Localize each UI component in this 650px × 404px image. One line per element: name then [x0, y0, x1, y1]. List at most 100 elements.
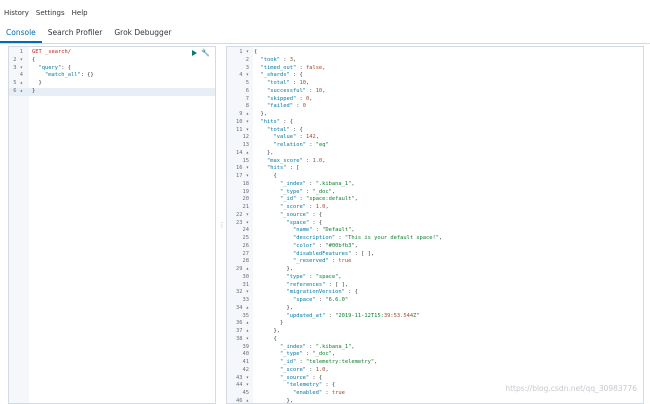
response-line-number: 20 — [242, 196, 250, 203]
response-line-number: 24 — [242, 227, 250, 234]
response-line: 19 "_type" : "_doc", — [227, 189, 643, 197]
menu-history[interactable]: History — [4, 9, 29, 17]
response-line-number: 16 ▾ — [236, 165, 249, 172]
response-line: 24 "name" : "Default", — [227, 227, 643, 235]
response-line-code: "value" : 142, — [273, 134, 319, 141]
request-line-number: 2 ▾ — [13, 56, 23, 63]
response-line-code: }, — [254, 149, 274, 156]
response-line: 10 ▾ "hits" : { — [227, 119, 643, 127]
response-line-code: "telemetry" : { — [286, 382, 336, 389]
response-line-code: "timed_out" : false, — [260, 64, 326, 71]
response-line-number: 39 — [242, 343, 250, 350]
response-line: 17 ▾ { — [227, 173, 643, 181]
response-line-number: 11 ▾ — [236, 126, 249, 133]
response-line: 42 "_score" : 1.0, — [227, 367, 643, 375]
response-line: 41 "_id" : "telemetry:telemetry", — [227, 359, 643, 367]
response-line: 31 "references" : [ ], — [227, 282, 643, 290]
response-line-number: 8 — [245, 103, 249, 110]
response-line: 2 "took" : 3, — [227, 57, 643, 65]
response-line-code: }, — [254, 111, 267, 117]
response-line-code: "color" : "#00bfb3", — [292, 242, 358, 249]
response-line-code: "_index" : ".kibana_1", — [279, 180, 355, 187]
response-line: 28 "_reserved" : true — [227, 258, 643, 266]
response-line-number: 19 — [242, 188, 250, 195]
response-line-code: }, — [254, 304, 293, 311]
response-line-code: "description" : "This is your default sp… — [292, 235, 443, 241]
response-line-number: 26 — [242, 242, 250, 249]
response-line-number: 14 ▴ — [236, 149, 249, 156]
menu-settings[interactable]: Settings — [35, 9, 65, 17]
response-line: 15 "max_score" : 1.0, — [227, 158, 643, 166]
response-line: 3 "timed_out" : false, — [227, 65, 643, 73]
response-line-code: { — [254, 49, 258, 55]
response-line-number: 34 ▴ — [236, 304, 249, 311]
response-line-code: "_source" : { — [279, 211, 323, 218]
request-line-number: 4 — [19, 72, 23, 79]
response-viewer: 1 ▾{2 "took" : 3,3 "timed_out" : false,4… — [226, 46, 644, 404]
response-line: 39 "_index" : ".kibana_1", — [227, 344, 643, 352]
request-line-number: 1 — [19, 49, 23, 55]
response-line-number: 31 — [242, 281, 250, 288]
request-line: 6 ▴} — [9, 88, 215, 96]
response-line-code: "total" : { — [266, 126, 303, 133]
response-line-number: 38 ▾ — [236, 335, 249, 342]
request-line-number: 3 ▾ — [13, 64, 23, 71]
response-line-number: 36 ▴ — [236, 320, 249, 327]
response-line: 5 "total" : 10, — [227, 80, 643, 88]
response-line-number: 28 — [242, 258, 250, 265]
response-line: 6 "successful" : 10, — [227, 88, 643, 96]
response-line: 4 ▾ "_shards" : { — [227, 72, 643, 80]
response-line-number: 45 — [242, 390, 250, 396]
response-line-code: }, — [254, 397, 293, 404]
response-line-code: "successful" : 10, — [266, 87, 326, 94]
response-line-number: 6 — [245, 87, 249, 94]
response-line: 44 ▾ "telemetry" : { — [227, 382, 643, 390]
response-line-number: 9 ▴ — [239, 111, 249, 117]
response-line-code: "skipped" : 0, — [266, 95, 313, 102]
tab-console[interactable]: Console — [0, 24, 42, 43]
response-line-code: "hits" : { — [260, 118, 293, 125]
tab-grok-debugger[interactable]: Grok Debugger — [114, 28, 172, 37]
response-gutter — [227, 47, 253, 403]
response-line-number: 15 — [242, 157, 250, 164]
response-line-code: "_type" : "_doc", — [279, 351, 336, 358]
response-line-number: 21 — [242, 204, 250, 210]
response-line-number: 29 ▴ — [236, 266, 249, 272]
request-line-number: 5 ▴ — [13, 80, 23, 87]
response-line-number: 32 ▾ — [236, 289, 249, 296]
menu-bar: History Settings Help — [0, 6, 88, 20]
response-line-number: 33 — [242, 297, 250, 303]
menu-help[interactable]: Help — [71, 9, 88, 17]
request-line-code: "query": { — [38, 64, 71, 71]
pane-divider[interactable]: ⋮ — [218, 46, 226, 404]
response-line: 45 "enabled" : true — [227, 390, 643, 398]
request-gutter — [9, 47, 29, 403]
response-line-code: "_type" : "_doc", — [279, 188, 336, 195]
response-line: 26 "color" : "#00bfb3", — [227, 243, 643, 251]
response-line: 23 ▾ "space" : { — [227, 220, 643, 228]
request-line-code: } — [32, 88, 36, 94]
response-line-code: "_id" : "telemetry:telemetry", — [279, 359, 378, 365]
response-line-code: "type" : "space", — [286, 273, 342, 280]
drag-handle-icon[interactable]: ⋮ — [218, 221, 226, 229]
response-line-number: 22 ▾ — [236, 211, 249, 218]
response-line: 37 ▴ }, — [227, 328, 643, 336]
response-line-code: "references" : [ ], — [286, 281, 349, 288]
response-line-number: 12 — [242, 134, 250, 141]
response-line: 33 "space" : "6.6.0" — [227, 297, 643, 305]
tab-search-profiler[interactable]: Search Profiler — [47, 28, 103, 37]
response-line-code: "relation" : "eq" — [273, 142, 329, 148]
response-line-number: 30 — [242, 273, 250, 280]
play-icon[interactable] — [192, 50, 198, 56]
response-line: 43 ▾ "_source" : { — [227, 375, 643, 383]
watermark-text: https://blog.csdn.net/qq_30983776 — [505, 384, 637, 393]
response-line: 8 "failed" : 0 — [227, 103, 643, 111]
response-line-code: { — [254, 335, 277, 342]
response-line: 14 ▴ }, — [227, 150, 643, 158]
response-line-code: "_score" : 1.0, — [279, 366, 329, 373]
response-line: 35 "updated_at" : "2019-11-12T15:39:53.5… — [227, 313, 643, 321]
response-line: 7 "skipped" : 0, — [227, 96, 643, 104]
wrench-icon[interactable]: 🔧 — [201, 49, 210, 57]
response-line-code: "failed" : 0 — [266, 103, 306, 110]
